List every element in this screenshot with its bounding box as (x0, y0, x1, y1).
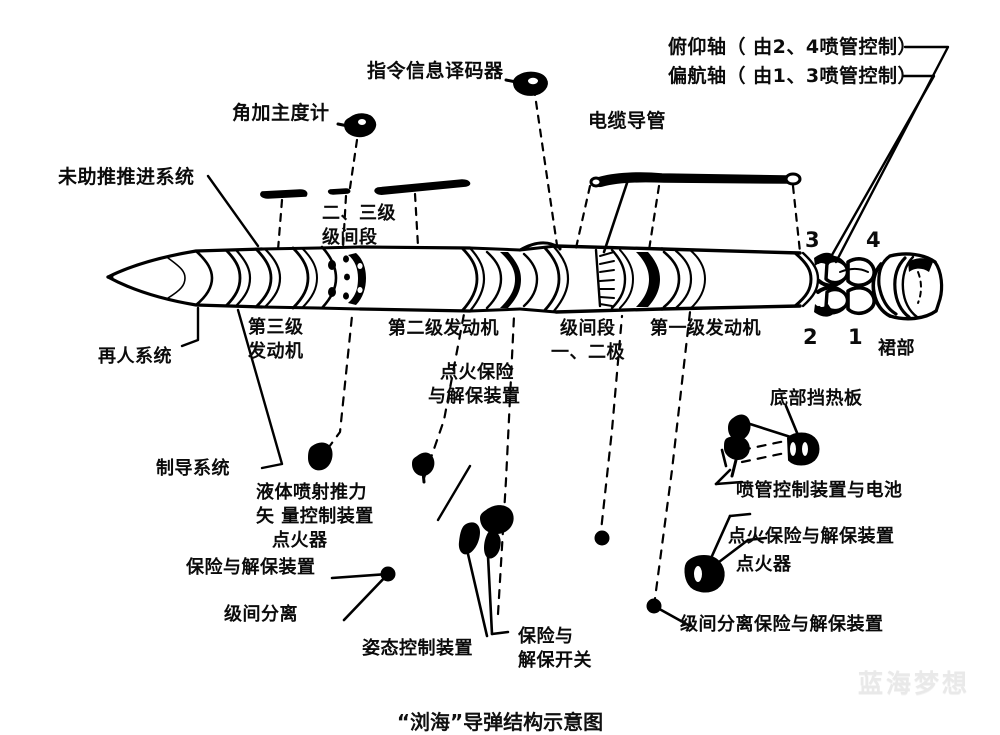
label-interstage-23-line2: 级间段 (322, 227, 378, 248)
figure-caption: “浏海”导弹结构示意图 (396, 710, 604, 734)
label-stage3-engine-line2: 发动机 (248, 341, 304, 362)
label-safe-arm-switch-line1: 保险与 (518, 626, 574, 647)
label-interstage-23-line1: 二、三级 (322, 203, 396, 224)
label-interstage-12-line2: 一、二极 (551, 342, 625, 363)
label-yaw-axis: 偏航轴（ 由1、3喷管控制） (668, 65, 918, 87)
label-igniter-left: 点火器 (272, 530, 328, 551)
label-skirt: 裙部 (878, 338, 915, 359)
label-safe-arm-device-left: 保险与解保装置 (186, 557, 316, 578)
label-reentry-system: 再人系统 (98, 346, 172, 367)
label-pitch-axis: 俯仰轴（ 由2、4喷管控制） (668, 36, 918, 58)
label-ljtvc-line1: 液体喷射推力 (256, 482, 367, 503)
label-guidance-system: 制导系统 (156, 458, 230, 479)
label-stage-separation: 级间分离 (224, 604, 298, 625)
watermark: 蓝海梦想 (858, 669, 971, 698)
label-stage-sep-safe-arm: 级间分离保险与解保装置 (680, 614, 884, 635)
label-cable-conduit: 电缆导管 (588, 110, 667, 132)
label-stage2-engine: 第二级发动机 (388, 318, 499, 339)
label-base-heat-shield: 底部挡热板 (770, 388, 863, 409)
label-stage1-engine: 第一级发动机 (650, 318, 761, 339)
nozzle-number-3: 3 (805, 228, 820, 252)
label-attitude-control-device: 姿态控制装置 (362, 638, 473, 659)
label-nozzle-control-battery: 喷管控制装置与电池 (736, 480, 903, 501)
label-ljtvc-line2: 矢 量控制装置 (256, 506, 374, 527)
label-ignition-safe-arm-right: 点火保险与解保装置 (728, 526, 895, 547)
label-unboosted-propulsion: 未助推推进系统 (58, 166, 195, 188)
nozzle-number-4: 4 (866, 228, 881, 252)
label-ignition-safe-arm-mid-line2: 与解保装置 (428, 386, 521, 407)
nozzle-number-1: 1 (848, 325, 863, 349)
label-angular-accelerometer: 角加主度计 (232, 102, 330, 124)
label-interstage-12-line1: 级间段 (560, 318, 616, 339)
label-safe-arm-switch-line2: 解保开关 (518, 650, 592, 671)
nozzle-number-2: 2 (803, 325, 818, 349)
label-ignition-safe-arm-mid-line1: 点火保险 (440, 362, 514, 383)
label-igniter-right: 点火器 (736, 554, 792, 575)
label-stage3-engine-line1: 第三级 (248, 317, 304, 338)
label-command-decoder: 指令信息译码器 (367, 60, 504, 82)
